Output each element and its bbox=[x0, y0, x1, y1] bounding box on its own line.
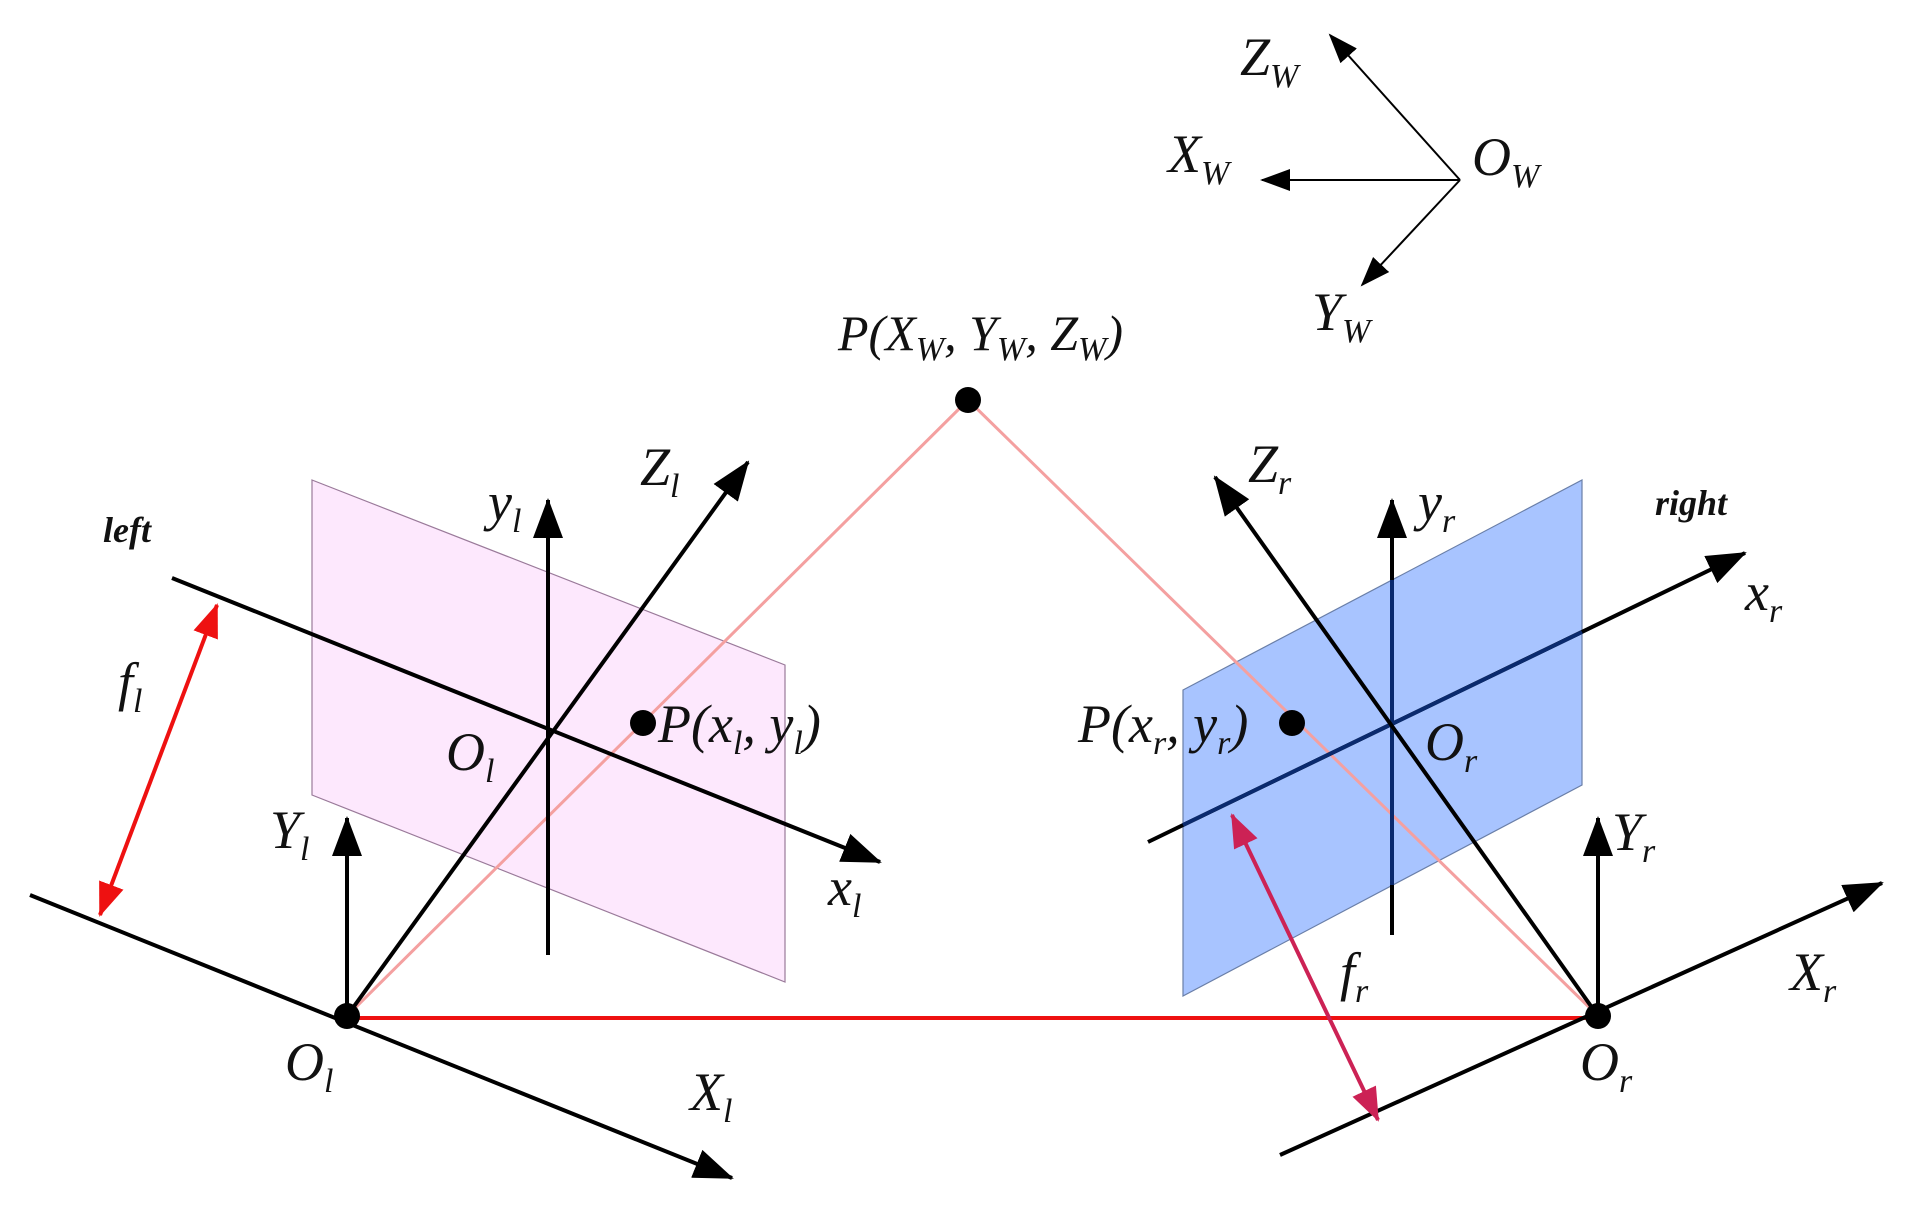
right-camera-origin-label: Or bbox=[1580, 1032, 1633, 1100]
left-camera-y-label: Yl bbox=[270, 800, 310, 868]
left-image-point-dot bbox=[630, 710, 656, 736]
world-frame: ZW XW OW YW bbox=[1166, 27, 1542, 350]
left-camera-x-label: Xl bbox=[688, 1062, 732, 1130]
world-z-label: ZW bbox=[1240, 27, 1301, 95]
world-point: P(XW, YW, ZW) bbox=[837, 305, 1123, 413]
right-camera-x-label: Xr bbox=[1788, 942, 1837, 1010]
right-focal-label: fr bbox=[1340, 942, 1369, 1010]
right-image-point-label: P(xr, yr) bbox=[1077, 694, 1248, 762]
world-x-label: XW bbox=[1166, 124, 1232, 192]
right-camera: right Zr yr xr P(xr, yr) Or Yr fr Xr Or bbox=[1077, 434, 1884, 1157]
left-camera-origin-dot bbox=[334, 1003, 360, 1029]
world-origin-label: OW bbox=[1472, 127, 1542, 195]
right-image-x-axis-inplane bbox=[1182, 630, 1583, 827]
world-point-dot bbox=[955, 387, 981, 413]
left-image-x-label: xl bbox=[827, 857, 861, 925]
left-image-x-axis bbox=[171, 576, 882, 864]
world-point-label: P(XW, YW, ZW) bbox=[837, 305, 1123, 368]
left-image-origin-label: Ol bbox=[446, 722, 494, 790]
left-focal-label: fl bbox=[118, 652, 142, 720]
left-image-point-label: P(xl, yl) bbox=[657, 694, 821, 762]
world-y-axis bbox=[1360, 179, 1461, 287]
right-camera-x-axis bbox=[1279, 881, 1884, 1157]
left-camera: left fl yl Zl Ol P(xl, yl) Yl xl Ol Xl bbox=[29, 437, 882, 1180]
right-camera-origin-dot bbox=[1585, 1003, 1611, 1029]
left-projection-ray bbox=[345, 398, 970, 1018]
right-image-point-dot bbox=[1279, 710, 1305, 736]
left-camera-x-axis bbox=[29, 893, 734, 1180]
right-image-x-label: xr bbox=[1744, 562, 1783, 630]
left-focal-arrow bbox=[98, 603, 219, 917]
world-y-label: YW bbox=[1312, 282, 1373, 350]
right-camera-name: right bbox=[1655, 483, 1728, 523]
left-camera-z-axis bbox=[345, 460, 750, 1018]
right-camera-y-label: Yr bbox=[1612, 802, 1656, 870]
world-z-axis bbox=[1328, 33, 1461, 181]
right-image-y-label: yr bbox=[1413, 472, 1456, 540]
right-projection-ray bbox=[966, 398, 1600, 1018]
right-camera-z-axis bbox=[1213, 475, 1600, 1018]
right-image-origin-label: Or bbox=[1425, 712, 1478, 780]
left-camera-name: left bbox=[103, 510, 152, 550]
right-camera-z-label: Zr bbox=[1248, 434, 1292, 502]
left-camera-z-label: Zl bbox=[640, 437, 680, 505]
left-image-y-label: yl bbox=[483, 472, 521, 540]
left-camera-origin-label: Ol bbox=[285, 1032, 333, 1100]
right-focal-arrow bbox=[1230, 813, 1380, 1122]
